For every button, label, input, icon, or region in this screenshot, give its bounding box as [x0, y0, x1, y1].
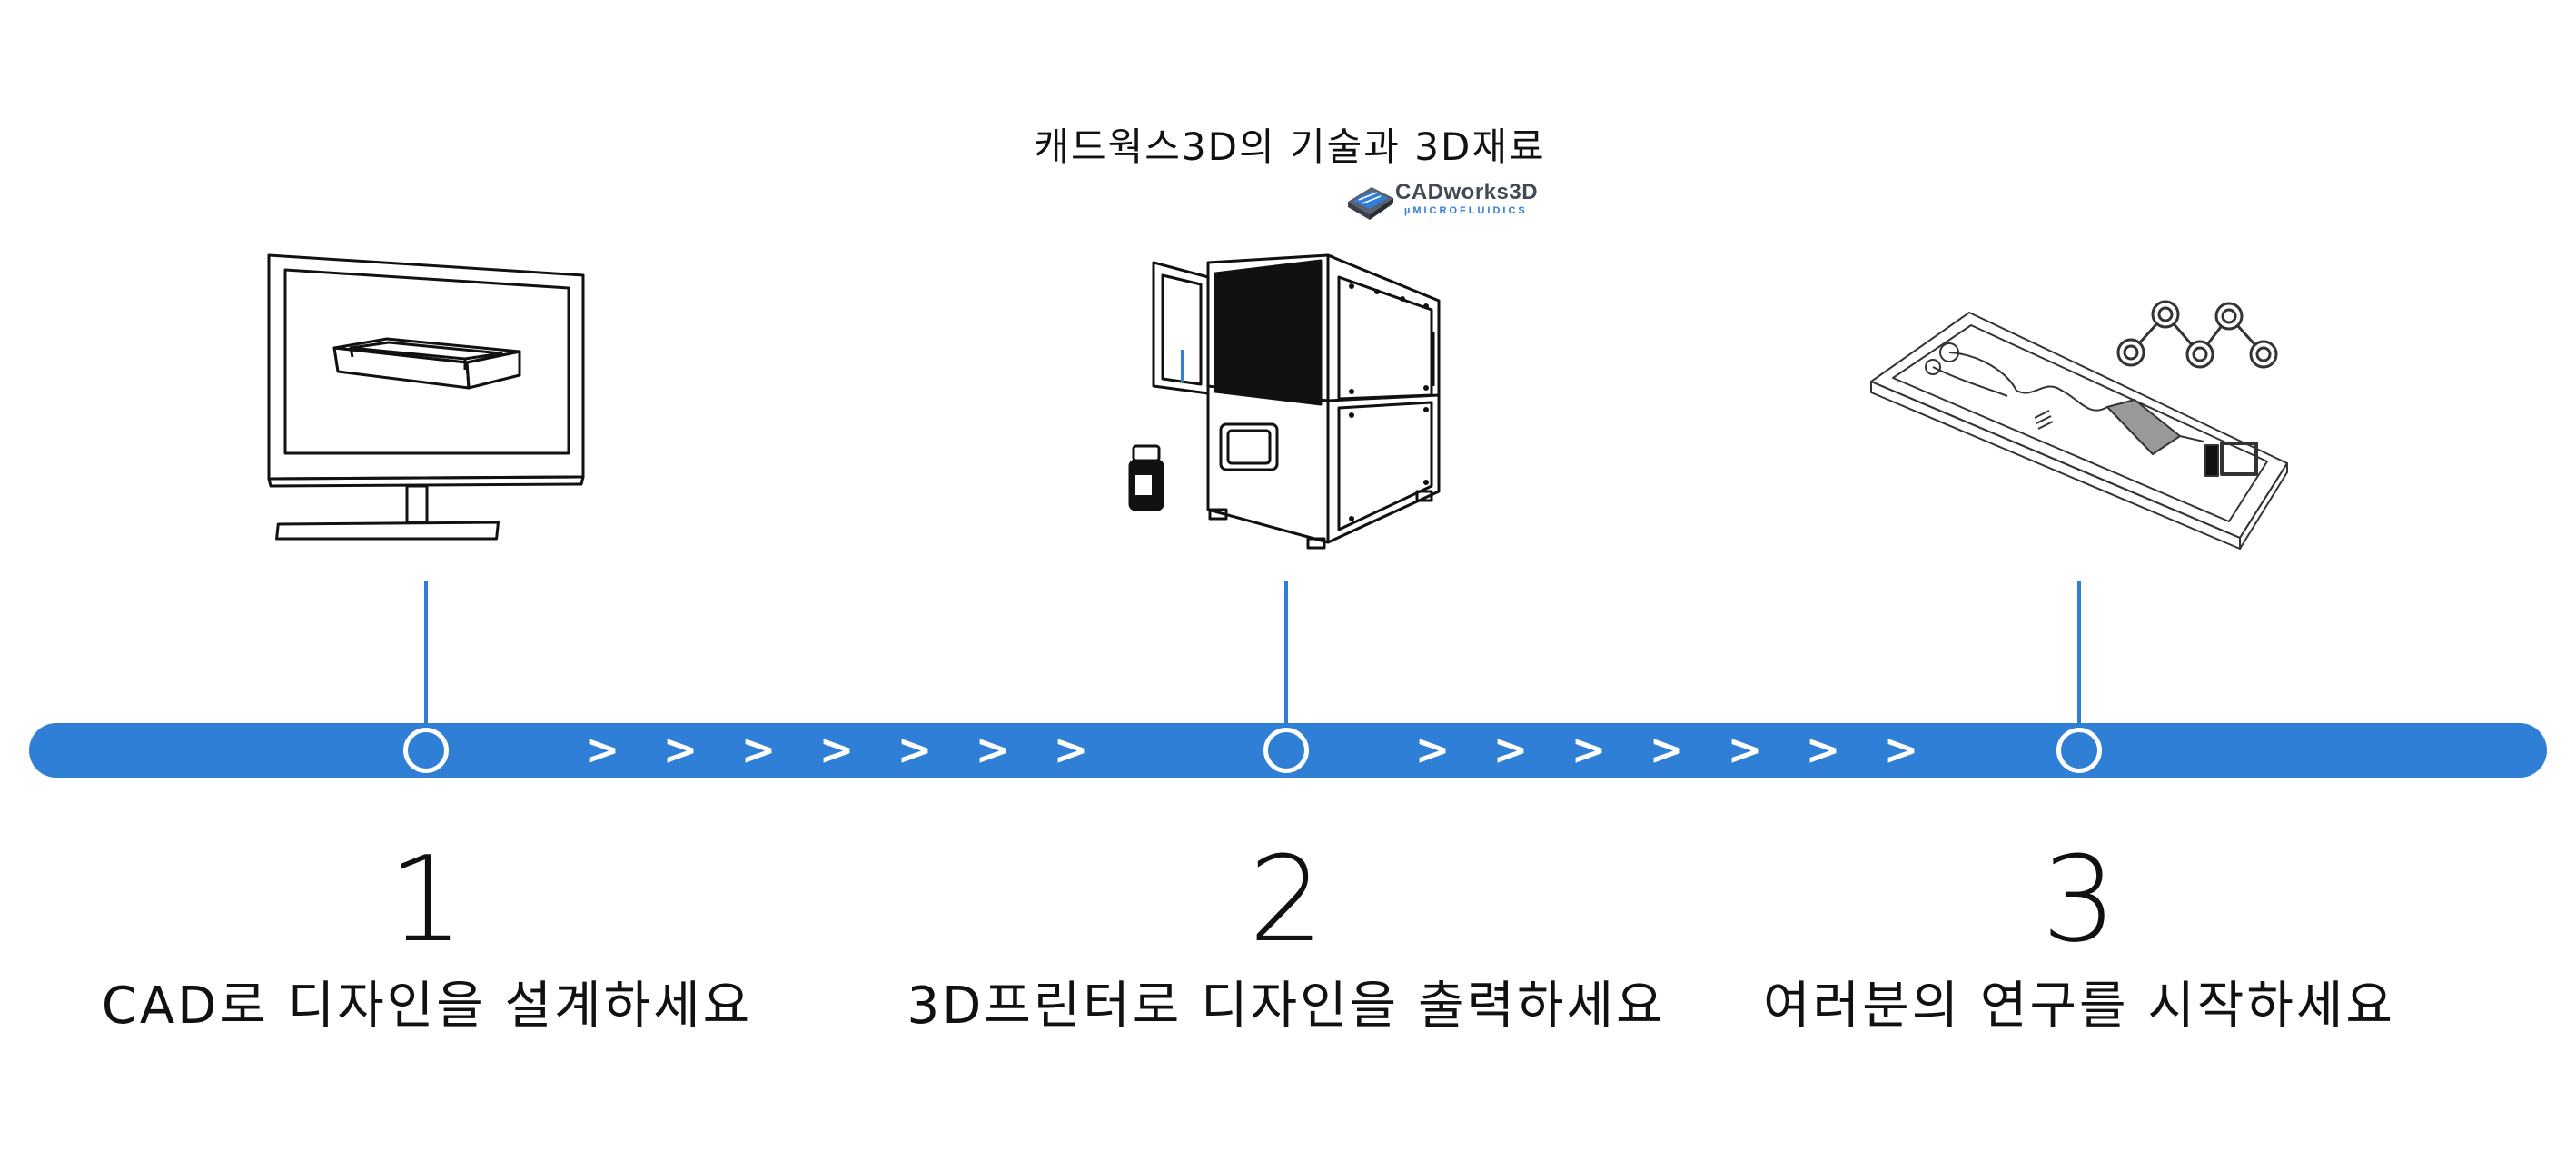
chevron-right-icon: > [1649, 725, 1685, 774]
cadworks3d-logo: CADworks3D µMICROFLUIDICS [1344, 178, 1553, 223]
step-3-node [2056, 728, 2102, 773]
chevron-right-icon: > [975, 725, 1011, 774]
step-1-connector [424, 581, 428, 727]
chevron-right-icon: > [1492, 725, 1529, 774]
step-1-label: CAD로 디자인을 설계하세요 [101, 977, 753, 1036]
step-3-label: 여러분의 연구를 시작하세요 [1763, 977, 2395, 1036]
chevron-right-icon: > [740, 725, 777, 774]
microfluidic-chip-icon [1870, 300, 2288, 550]
step-1-number: 1 [388, 830, 464, 968]
chevron-right-icon: > [897, 725, 933, 774]
step-1-node [403, 728, 449, 773]
step-2-connector [1284, 581, 1288, 727]
step-3-number: 3 [2041, 830, 2117, 968]
chevron-right-icon: > [1053, 725, 1089, 774]
chevron-right-icon: > [1570, 725, 1607, 774]
chevron-right-icon: > [1883, 725, 1919, 774]
logo-subtitle: µMICROFLUIDICS [1404, 205, 1528, 216]
cadworks3d-logo-icon [1348, 187, 1393, 220]
step-3-connector [2077, 581, 2081, 727]
step-2-node [1263, 728, 1309, 773]
chevron-right-icon: > [1727, 725, 1763, 774]
chevron-right-icon: > [662, 725, 698, 774]
chevron-right-icon: > [584, 725, 620, 774]
step-2-label: 3D프린터로 디자인을 출력하세요 [907, 977, 1666, 1036]
chevron-right-icon: > [1414, 725, 1451, 774]
chevron-right-icon: > [818, 725, 855, 774]
3d-printer-with-resin-bottle-icon [1128, 253, 1441, 550]
logo-wordmark: CADworks3D [1395, 180, 1539, 204]
monitor-with-cad-model-icon [267, 253, 585, 541]
step-2-number: 2 [1248, 830, 1324, 968]
header-caption: 캐드웍스3D의 기술과 3D재료 [1034, 124, 1546, 169]
chevron-right-icon: > [1805, 725, 1841, 774]
